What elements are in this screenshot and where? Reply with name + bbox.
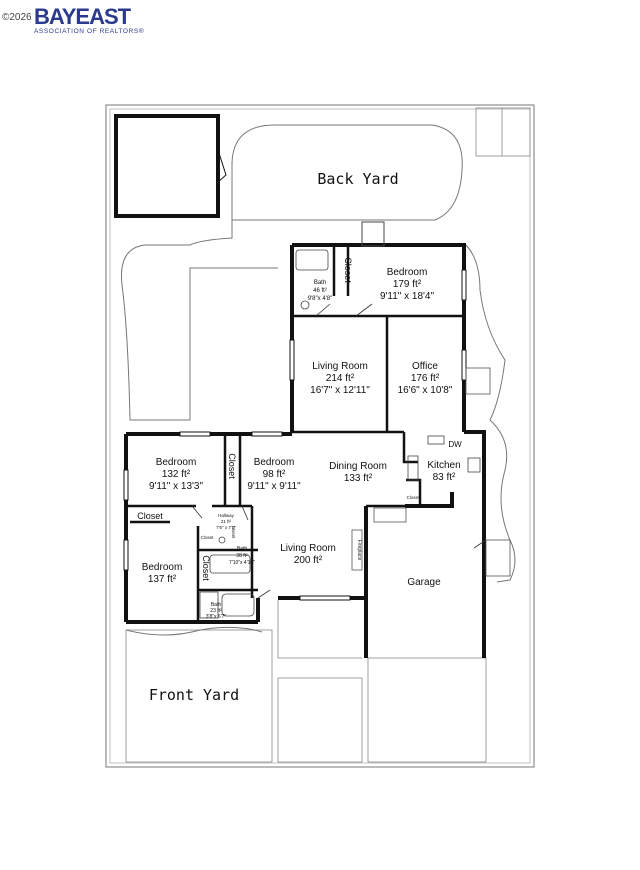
living-bottom-name: Living Room: [280, 543, 336, 554]
dining-area: 133 ft²: [344, 473, 373, 484]
garage-step: [373, 507, 407, 523]
copyright-text: ©2026: [2, 12, 32, 23]
walkway: [277, 677, 363, 763]
bath-top-area: 46 ft²: [313, 288, 327, 294]
bath-mid-name: Bath: [237, 546, 248, 552]
bath-top-name: Bath: [314, 280, 326, 286]
bath-bottom-dims: 3'8"x 6'7": [206, 614, 227, 620]
bedroom-left-area: 132 ft²: [162, 469, 191, 480]
bath-top-dims: 9'8"x 4'8": [308, 296, 333, 302]
bedroom-top-name: Bedroom: [387, 267, 428, 278]
living-top-dims: 16'7" x 12'11": [310, 385, 370, 396]
bedroom-mid-area: 98 ft²: [263, 469, 286, 480]
back-yard-lawn: [231, 124, 463, 221]
garage-side-door: [485, 539, 511, 577]
doors: [191, 303, 487, 599]
closet-mid-label: Closet: [227, 453, 237, 479]
hallway-area: 21 ft²: [221, 519, 232, 524]
closet-kitchen-label: Closet: [407, 495, 421, 500]
front-yard-label: Front Yard: [149, 686, 239, 704]
hallway-name: Hallway: [218, 513, 235, 518]
closet-top-label: Closet: [343, 257, 353, 283]
closet-small-label: Closet: [201, 535, 215, 540]
bedroom-left-name: Bedroom: [156, 457, 197, 468]
bayeast-logo: BAYEAST ASSOCIATION OF REALTORS®: [34, 4, 145, 36]
lot-inner-boundary: [109, 108, 531, 764]
logo-tagline: ASSOCIATION OF REALTORS®: [34, 28, 145, 35]
office-name: Office: [412, 361, 438, 372]
fireplace-label: Fireplace: [356, 540, 362, 561]
bedroom-mid-name: Bedroom: [254, 457, 295, 468]
bath-bottom-name: Bath: [211, 602, 222, 608]
closet-left-label: Closet: [137, 511, 163, 521]
back-yard-label: Back Yard: [317, 170, 398, 188]
shed-door: [217, 149, 227, 183]
living-top-name: Living Room: [312, 361, 368, 372]
garage-name: Garage: [407, 577, 441, 588]
interior-walls: [126, 245, 464, 622]
closet-small2-label: Closet: [231, 526, 236, 540]
chimney: [361, 221, 385, 247]
office-dims: 16'6" x 10'8": [398, 385, 453, 396]
header: ©2026 BAYEAST ASSOCIATION OF REALTORS®: [0, 0, 640, 40]
shed-outline: [114, 114, 220, 218]
logo-wordmark: BAYEAST: [34, 4, 131, 29]
bedroom-bottom-area: 137 ft²: [148, 574, 177, 585]
office-area: 176 ft²: [411, 373, 440, 384]
windows: [123, 269, 467, 601]
bedroom-top-dims: 9'11" x 18'4": [380, 291, 435, 302]
hallway-dims: 7'6" x 7'1": [216, 525, 236, 530]
fireplace-hearth: [351, 529, 363, 571]
bath-mid-area: 38 ft²: [236, 553, 248, 559]
bedroom-bottom-name: Bedroom: [142, 562, 183, 573]
fixtures: [199, 249, 481, 619]
living-top-area: 214 ft²: [326, 373, 355, 384]
driveway: [367, 657, 487, 763]
bedroom-left-dims: 9'11" x 13'3": [149, 481, 204, 492]
dining-name: Dining Room: [329, 461, 387, 472]
bedroom-top-area: 179 ft²: [393, 279, 422, 290]
bath-mid-dims: 7'10"x 4'10": [229, 560, 255, 566]
dishwasher-label: DW: [448, 440, 462, 449]
corner-patio: [475, 107, 531, 157]
lot-boundary: [105, 104, 535, 768]
living-bottom-area: 200 ft²: [294, 555, 323, 566]
kitchen-area: 83 ft²: [433, 472, 456, 483]
bedroom-mid-dims: 9'11" x 9'11": [247, 481, 301, 492]
kitchen-name: Kitchen: [427, 460, 460, 471]
closet-vert-label: Closet: [201, 555, 211, 581]
office-bay: [465, 367, 491, 395]
bath-bottom-area: 23 ft²: [210, 608, 222, 614]
side-lawn-left: [120, 220, 278, 421]
side-lawn-right: [465, 244, 516, 583]
